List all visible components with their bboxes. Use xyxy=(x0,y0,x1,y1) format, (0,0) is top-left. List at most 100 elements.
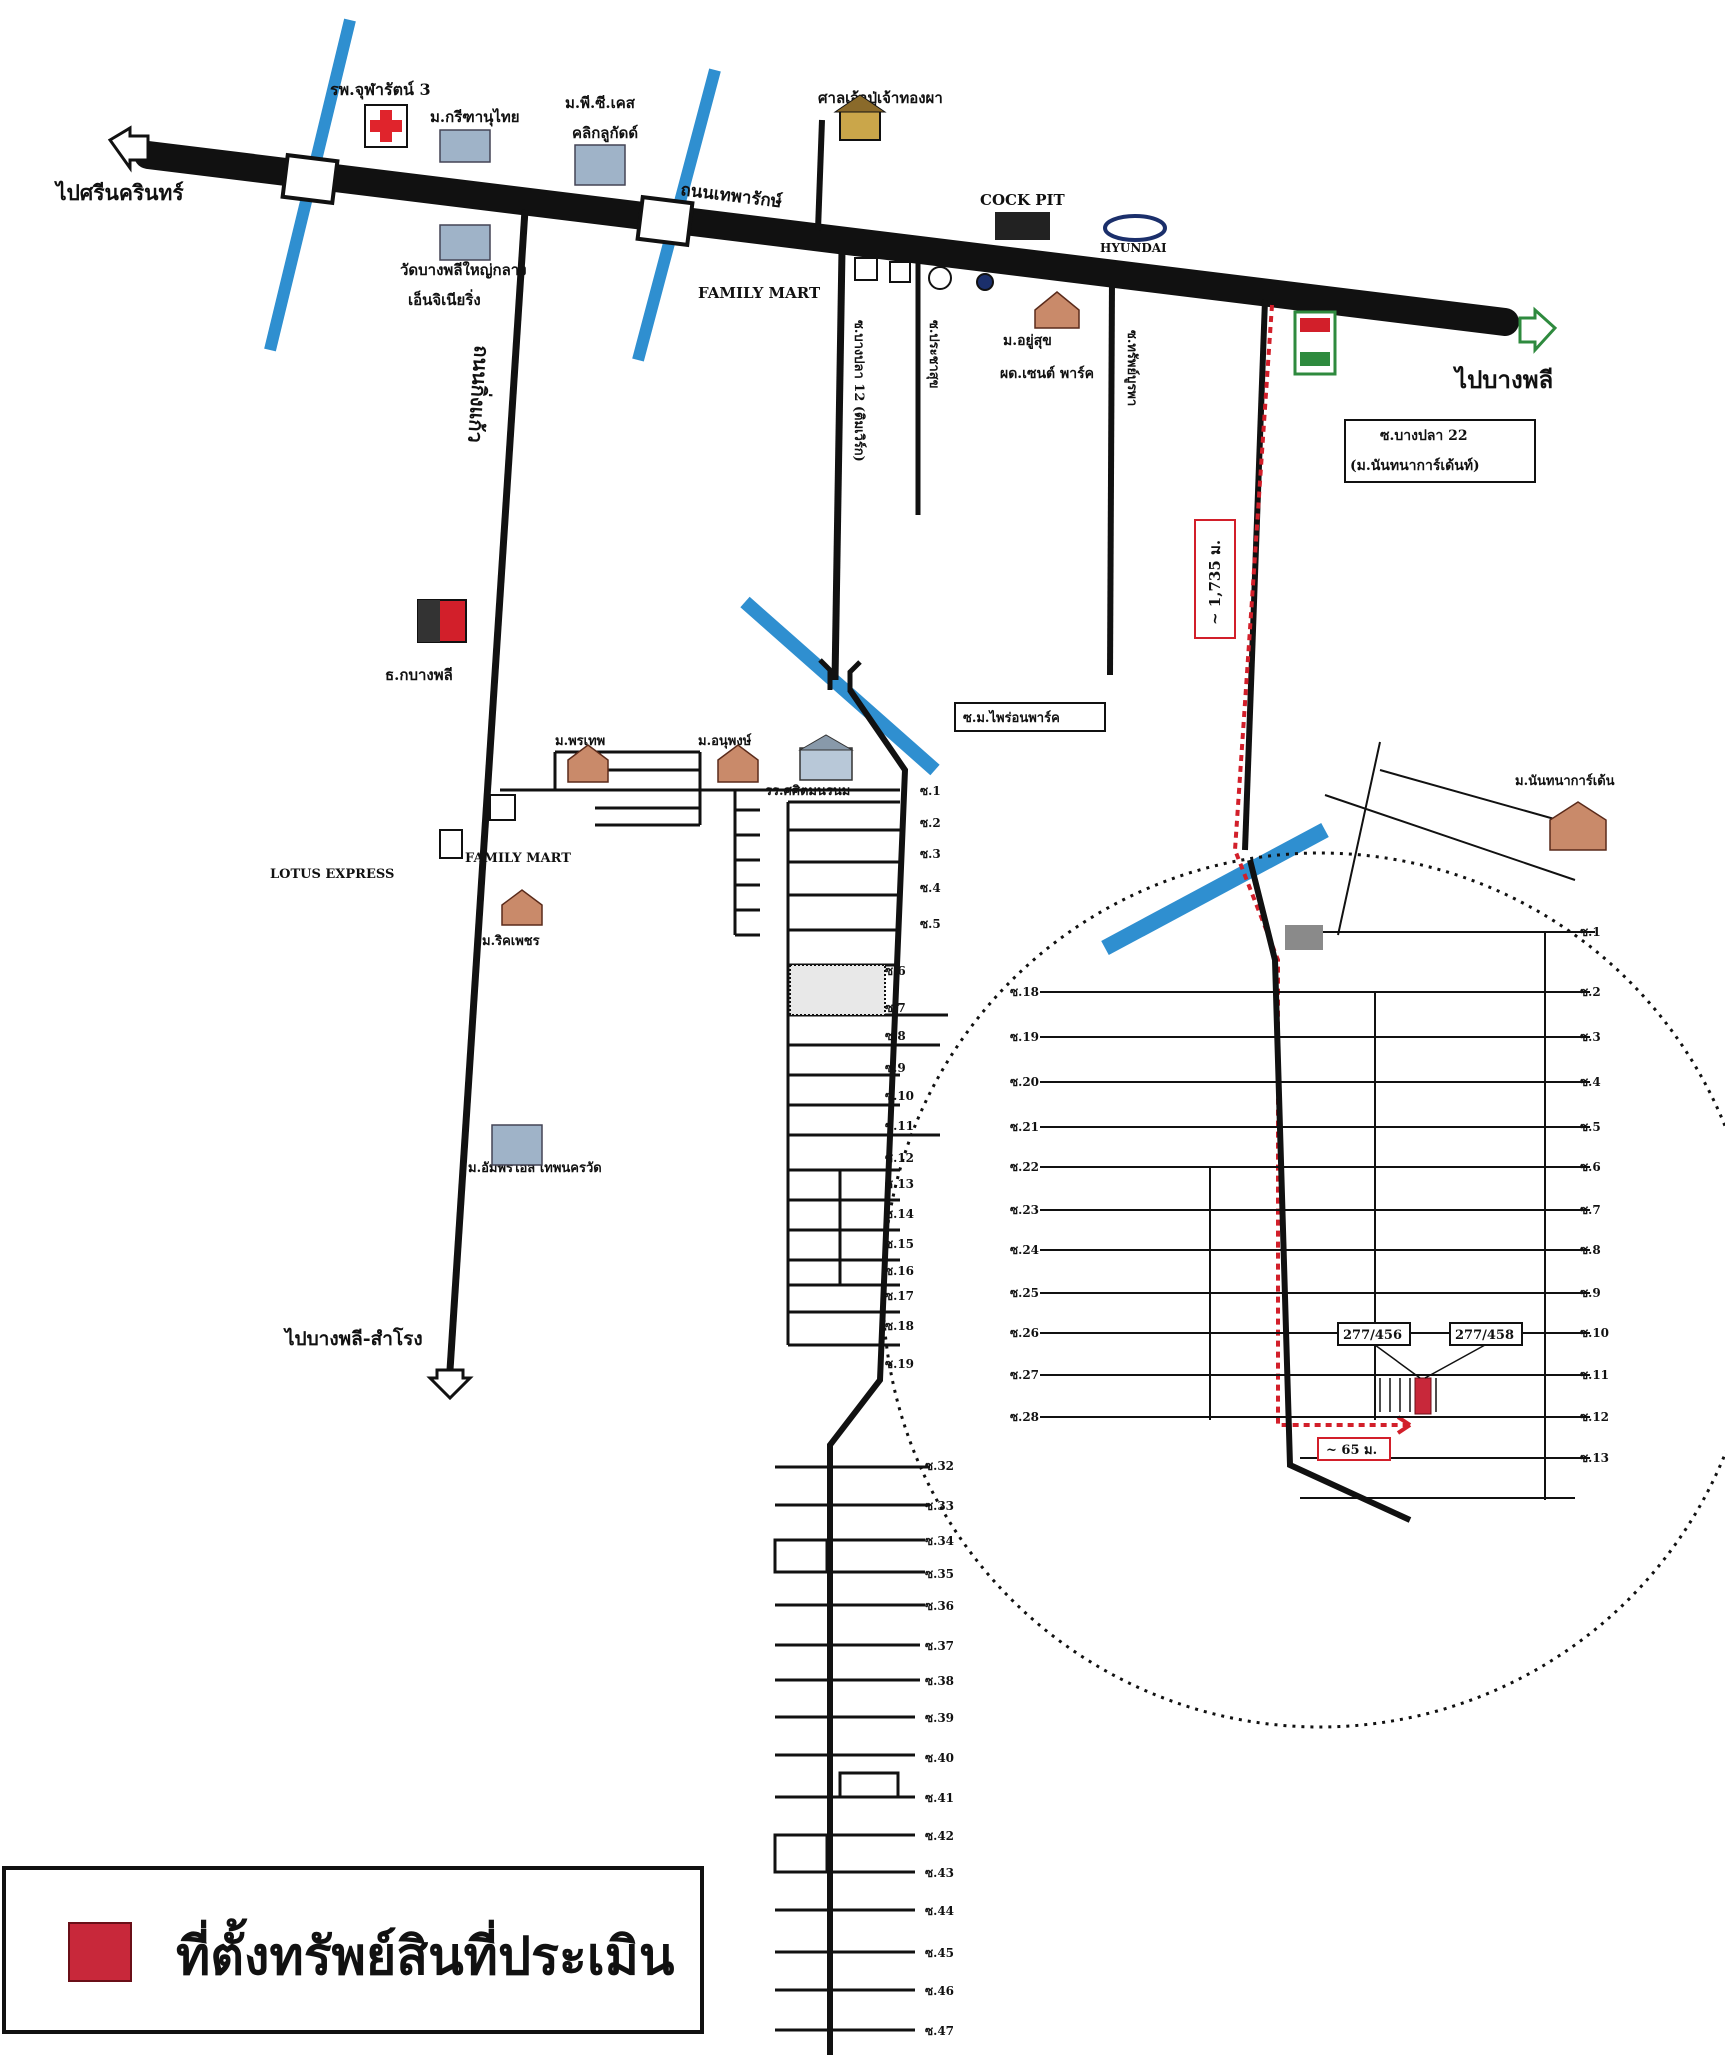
cockpit-logo-icon xyxy=(995,212,1050,240)
soi-label: ซ.21 xyxy=(1010,1120,1039,1134)
hyundai-label: HYUNDAI xyxy=(1100,241,1167,255)
soi-label: ซ.11 xyxy=(1580,1368,1609,1382)
soi-label: ซ.12 xyxy=(885,1151,914,1165)
soi-label: ซ.35 xyxy=(925,1567,954,1581)
plot-box xyxy=(1449,1322,1523,1346)
soi-label: ซ.16 xyxy=(885,1264,914,1278)
arrow-down-icon xyxy=(426,1368,474,1401)
soi-labels-upper: ซ.1ซ.2ซ.3ซ.4ซ.5ซ.6ซ.7ซ.8ซ.9ซ.10ซ.11ซ.12ซ… xyxy=(885,784,941,1371)
temple-icon xyxy=(833,94,887,141)
soi-label: ซ.41 xyxy=(925,1791,954,1805)
soi-label: ซ.45 xyxy=(925,1946,954,1960)
school-label: เอ็นจิเนียริ่ง xyxy=(408,289,481,309)
soi-label: ซ.26 xyxy=(1010,1326,1039,1340)
soi-label: ซ.10 xyxy=(1580,1326,1609,1340)
village-label: ม.ริคเพชร xyxy=(482,934,540,949)
soi-label: ซ.7 xyxy=(1580,1203,1601,1217)
plot-label: 277/458 xyxy=(1455,1328,1514,1343)
hospital-icon xyxy=(364,104,408,148)
road xyxy=(1107,279,1115,676)
soi-label: ซ.33 xyxy=(925,1499,954,1513)
soi-block-left xyxy=(500,750,900,937)
soi-label: ซ.13 xyxy=(1580,1451,1609,1465)
arrow-left-icon xyxy=(107,125,150,173)
soi-label: ซ.4 xyxy=(920,881,941,895)
plot-label: 277/456 xyxy=(1343,1328,1402,1343)
distance-box xyxy=(1317,1437,1391,1461)
arrow-right-icon xyxy=(1518,306,1558,354)
hyundai-logo-icon xyxy=(1103,214,1167,242)
to-srinakarin-label: ไปศรีนครินทร์ xyxy=(54,180,184,205)
soi-label: ซ.2 xyxy=(1580,985,1601,999)
river xyxy=(1101,822,1329,956)
soi-label: ซ.42 xyxy=(925,1829,954,1843)
plot-box xyxy=(1337,1322,1411,1346)
soi-label: ซ.3 xyxy=(920,847,941,861)
soi-label: ซ.5 xyxy=(920,917,941,931)
distance-label: ~ 65 ม. xyxy=(1326,1443,1377,1458)
soi-label: ซ.3 xyxy=(1580,1030,1601,1044)
soi-label: ซ.6 xyxy=(885,964,906,978)
bridge xyxy=(280,152,340,206)
soi-label: ซ.บางปลา 12 (ติมเวิร์ก) xyxy=(851,320,867,462)
soi-label: ซ.14 xyxy=(885,1207,914,1221)
callout-box xyxy=(954,702,1106,732)
soi-block-lower xyxy=(773,1465,930,2032)
soi-label: ซ.40 xyxy=(925,1751,954,1765)
bridge xyxy=(818,658,833,690)
inset-main-road xyxy=(1247,859,1412,1523)
soi-label: ซ.6 xyxy=(1580,1160,1601,1174)
soi-label: ซ.ทรัพย์บูรพา xyxy=(1124,330,1140,406)
kingkaew-road-label: ถนนกิ่งแก้ว xyxy=(463,345,497,444)
store-icon xyxy=(439,257,994,859)
bridge xyxy=(635,194,695,248)
soi-label: ซ.18 xyxy=(1010,985,1039,999)
village-label: คลิกลูกัดด์ xyxy=(572,124,638,143)
family-mart-label: FAMILY MART xyxy=(465,851,571,866)
village-label: ม.พรเทพ xyxy=(555,734,605,749)
village-label: ม.อนุพงษ์ xyxy=(698,733,752,749)
road-label: ถนนเทพารักษ์ xyxy=(679,179,783,212)
shrine-label: ศาลเจ้าปู่เจ้าทองผา xyxy=(818,89,943,108)
soi-label: ซ.1 xyxy=(920,784,941,798)
distance-box xyxy=(1194,519,1236,639)
soi-label: ซ.34 xyxy=(925,1534,954,1548)
bangpla-12-road xyxy=(831,249,846,681)
soi-label: ซ.22 xyxy=(1010,1160,1039,1174)
soi-mainpark-label: ซ.ม.ไพร่อนพาร์ค xyxy=(963,709,1060,726)
main-road xyxy=(134,141,1519,336)
soi-label: ซ.36 xyxy=(925,1599,954,1613)
seven-eleven-icon xyxy=(1293,310,1337,376)
soi-label: ซ.39 xyxy=(925,1711,954,1725)
route-arrow-icon xyxy=(1396,1415,1412,1435)
soi-label: ซ.1 xyxy=(1580,925,1601,939)
school-label: รร.ศศิตมนรนม xyxy=(765,784,850,799)
soi-bangpla-22-label: ซ.บางปลา 22 xyxy=(1380,428,1468,444)
soi-label: ซ.2 xyxy=(920,816,941,830)
bangpla-22-road xyxy=(1242,299,1268,851)
soi-label: ซ.10 xyxy=(885,1089,914,1103)
school-label: วัดบางพลีใหญ่กลาง xyxy=(400,261,527,279)
legend-swatch xyxy=(68,1922,132,1982)
soi-label: ซ.28 xyxy=(1010,1410,1039,1424)
soi-label: ซ.9 xyxy=(885,1061,906,1075)
to-bangphli-label: ไปบางพลี xyxy=(1452,365,1553,394)
soi-label: ซ.9 xyxy=(1580,1286,1601,1300)
soi-label: ซ.43 xyxy=(925,1866,954,1880)
soi-spine xyxy=(827,688,909,2055)
lotus-label: LOTUS EXPRESS xyxy=(270,867,394,882)
soi-label: ซ.18 xyxy=(885,1319,914,1333)
distance-label: ~ 1,735 ม. xyxy=(1206,540,1224,625)
soi-label: ซ.19 xyxy=(885,1357,914,1371)
soi-label: ซ.4 xyxy=(1580,1075,1601,1089)
road xyxy=(815,119,825,231)
inset-circle xyxy=(881,851,1725,1729)
soi-label: ซ.13 xyxy=(885,1177,914,1191)
property-marker xyxy=(1414,1377,1432,1415)
soi-labels-inset-left: ซ.18ซ.19ซ.20ซ.21ซ.22ซ.23ซ.24ซ.25ซ.26ซ.27… xyxy=(1010,985,1039,1424)
soi-label: ซ.25 xyxy=(1010,1286,1039,1300)
bridge xyxy=(847,660,862,692)
cockpit-label: COCK PIT xyxy=(980,191,1065,209)
inset-building xyxy=(1285,925,1323,950)
